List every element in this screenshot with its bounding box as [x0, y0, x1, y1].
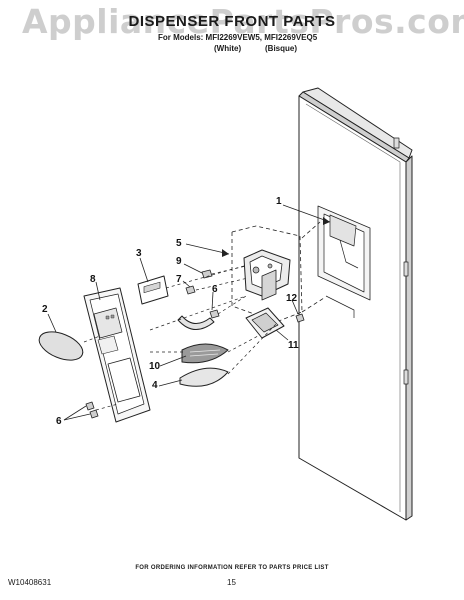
- document-number: W10408631: [8, 578, 52, 587]
- dispenser-recess: [317, 205, 371, 318]
- model-list: For Models: MFI2269VEW5, MFI2269VEQ5: [158, 33, 318, 42]
- callout-labels: 1 2 3 4 5 6 6 7 8 9 10 11 12: [42, 196, 299, 427]
- callout-10: 10: [149, 361, 161, 372]
- screw-part-12: [295, 313, 305, 323]
- callout-7: 7: [176, 274, 182, 285]
- callout-11: 11: [288, 340, 299, 351]
- callout-3: 3: [136, 248, 142, 259]
- callout-8: 8: [90, 274, 96, 285]
- control-board-part-3: [137, 275, 169, 305]
- screws-part-6: [185, 285, 220, 319]
- cover-lens-part-2: [38, 331, 84, 361]
- dispenser-actuator-assembly: [243, 249, 291, 301]
- callout-6: 6: [212, 284, 218, 295]
- dispenser-bezel-part-8: [83, 287, 151, 423]
- screws-part-6-lower: [85, 401, 99, 419]
- door-panel: [298, 87, 413, 521]
- watermark-text: AppliancePartsPros.com: [22, 2, 464, 41]
- page-number: 15: [227, 578, 236, 587]
- callout-4: 4: [152, 380, 158, 391]
- chute-flap-part-7: [177, 315, 215, 330]
- drip-grille-part-10: [181, 343, 229, 364]
- callout-1: 1: [276, 196, 282, 207]
- page-title: DISPENSER FRONT PARTS: [128, 13, 336, 30]
- assembly-guide-lines: [83, 265, 277, 411]
- callout-2: 2: [42, 304, 48, 315]
- screw-part-9: [201, 269, 213, 279]
- variant-white-label: (White): [214, 44, 242, 53]
- leader-lines: [47, 204, 331, 421]
- callout-9: 9: [176, 256, 182, 267]
- leader-arrows: [222, 217, 330, 257]
- callout-12: 12: [286, 293, 298, 304]
- drip-tray-part-4: [179, 367, 229, 387]
- callout-5: 5: [176, 238, 182, 249]
- callout-6-lower: 6: [56, 416, 62, 427]
- ordering-note: FOR ORDERING INFORMATION REFER TO PARTS …: [135, 565, 329, 571]
- chute-door-part-11: [245, 307, 285, 339]
- variant-bisque-label: (Bisque): [265, 44, 297, 53]
